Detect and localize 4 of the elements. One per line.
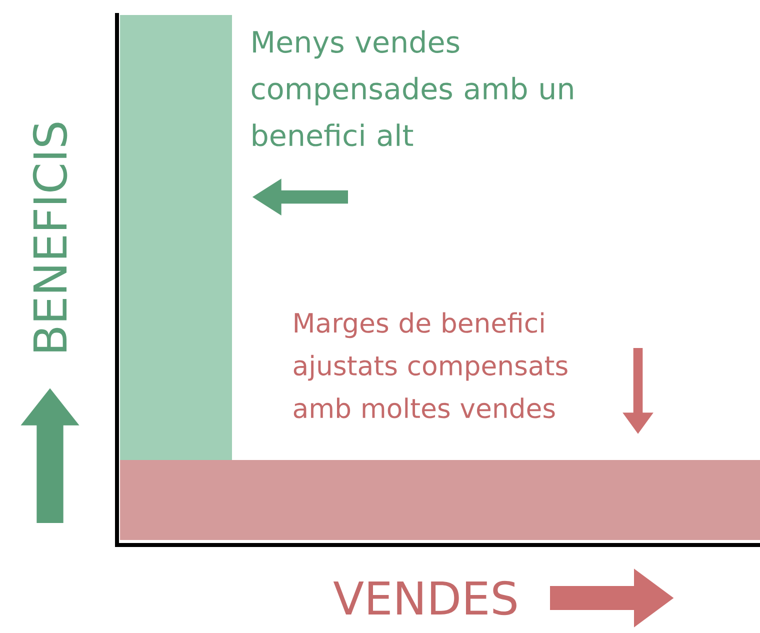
axis-label: BENEFICIS — [32, 122, 68, 352]
note-text: Menys vendes compensades amb un benefici alt — [252, 30, 573, 146]
axis-label: VENDES — [333, 580, 516, 616]
note-text: Marges de benefici ajustats compensats amb moltes vendes — [294, 312, 568, 418]
